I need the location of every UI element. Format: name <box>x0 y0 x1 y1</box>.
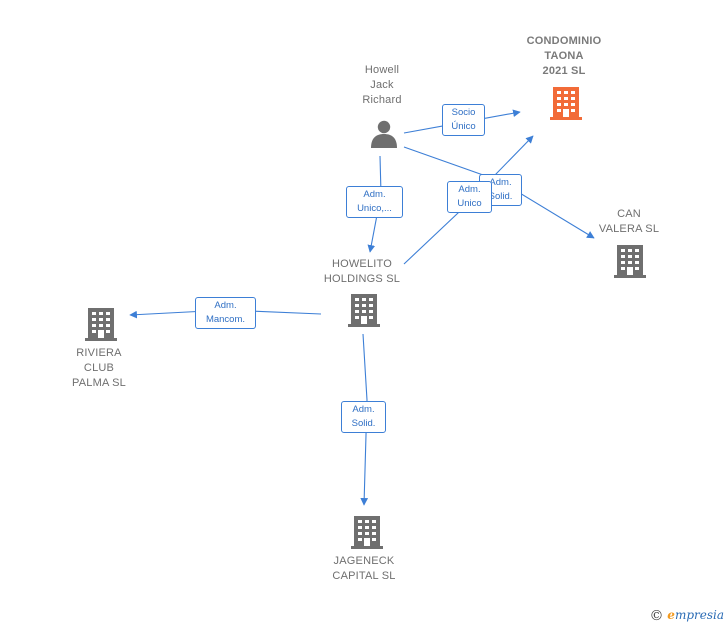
edge-label-line: Unico,... <box>357 203 392 214</box>
edge-label-adm-unico-howelito[interactable]: Adm. Unico <box>447 181 492 213</box>
label-line: HOLDINGS SL <box>323 273 401 285</box>
label-line: Howell <box>364 64 400 76</box>
label-line: Jack <box>370 79 394 91</box>
label-line: CONDOMINIO <box>526 35 602 47</box>
edge-label-line: Adm. <box>214 300 237 311</box>
edge-adm-unico-howelito <box>403 135 534 265</box>
edge-label-line: Adm. <box>458 184 481 195</box>
brand-name: mpresia <box>674 608 724 622</box>
building-icon <box>351 516 383 549</box>
node-canvalera-label[interactable]: CAN VALERA SL <box>584 207 674 237</box>
brand-initial: e <box>667 608 675 622</box>
edge-label-line: Unico <box>457 198 482 209</box>
edge-label-socio-unico[interactable]: Socio Único <box>442 104 485 136</box>
label-line: PALMA SL <box>72 377 126 389</box>
edge-label-adm-solid-jageneck[interactable]: Adm. Solid. <box>341 401 386 433</box>
edge-label-adm-unico-howell[interactable]: Adm. Unico,... <box>346 186 403 218</box>
edge-label-line: Adm. <box>489 177 512 188</box>
label-line: VALERA SL <box>598 223 660 235</box>
building-icon <box>85 308 117 341</box>
label-line: HOWELITO <box>331 258 393 270</box>
edge-label-line: Adm. <box>352 404 375 415</box>
edge-label-line: Único <box>451 121 476 132</box>
label-line: TAONA <box>544 50 584 62</box>
label-line: Richard <box>362 94 402 106</box>
empresia-credit[interactable]: © empresia <box>649 608 724 624</box>
node-condominio-label[interactable]: CONDOMINIO TAONA 2021 SL <box>509 34 619 79</box>
building-icon <box>614 245 646 278</box>
label-line: CLUB <box>83 362 115 374</box>
label-line: 2021 SL <box>542 65 586 77</box>
building-icon <box>348 294 380 327</box>
edge-label-line: Mancom. <box>205 314 246 325</box>
building-icon <box>550 87 582 120</box>
edge-adm-solid-jageneck <box>360 333 369 506</box>
copyright-icon: © <box>649 608 664 624</box>
label-line: RIVIERA <box>76 347 122 359</box>
label-line: CAPITAL SL <box>332 570 396 582</box>
node-howell-label[interactable]: Howell Jack Richard <box>342 63 422 108</box>
edge-label-line: Adm. <box>363 189 386 200</box>
node-riviera-label[interactable]: RIVIERA CLUB PALMA SL <box>59 346 139 391</box>
edge-label-line: Socio <box>451 107 476 118</box>
person-icon <box>371 120 397 148</box>
edge-label-adm-mancom[interactable]: Adm. Mancom. <box>195 297 256 329</box>
edge-label-line: Solid. <box>488 191 513 202</box>
edge-label-line: Solid. <box>351 418 376 429</box>
label-line: CAN <box>617 208 641 220</box>
label-line: JAGENECK <box>333 555 395 567</box>
node-jageneck-label[interactable]: JAGENECK CAPITAL SL <box>319 554 409 584</box>
node-howelito-label[interactable]: HOWELITO HOLDINGS SL <box>312 257 412 287</box>
